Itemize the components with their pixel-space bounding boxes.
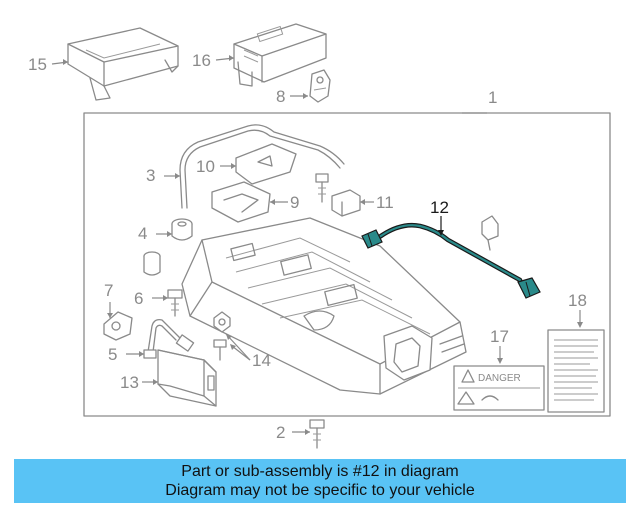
part-8-bracket[interactable] [309, 69, 331, 103]
part-3-hose[interactable] [178, 123, 346, 210]
callout-15: 15 [28, 55, 47, 74]
callout-16: 16 [192, 51, 211, 70]
callout-2: 2 [276, 423, 285, 442]
callout-18: 18 [568, 291, 587, 310]
callout-3: 3 [146, 166, 155, 185]
part-17-danger-label[interactable]: DANGER [453, 365, 545, 411]
caption-banner: Part or sub-assembly is #12 in diagram D… [14, 459, 626, 503]
callout-13: 13 [120, 373, 139, 392]
part-18-info-label[interactable] [547, 329, 605, 413]
part-9-bracket[interactable] [211, 181, 271, 223]
caption-line-2: Diagram may not be specific to your vehi… [165, 482, 475, 499]
callout-12: 12 [430, 198, 449, 217]
exploded-parts-diagram: DANGER 1 2 3 4 5 6 7 8 9 10 11 12 [28, 23, 611, 449]
part-5-sensor[interactable] [143, 318, 195, 359]
callout-4: 4 [138, 224, 147, 243]
callout-7: 7 [104, 281, 113, 300]
cylinder-component [143, 251, 161, 276]
callout-14: 14 [252, 351, 271, 370]
part-2-bolt[interactable] [309, 419, 325, 449]
callout-17: 17 [490, 327, 509, 346]
part-11-connector[interactable] [331, 189, 361, 217]
part-10-plate[interactable] [235, 143, 297, 185]
svg-text:DANGER: DANGER [478, 373, 521, 384]
callout-11: 11 [376, 193, 394, 212]
callout-1: 1 [488, 88, 497, 107]
callout-10: 10 [196, 157, 215, 176]
part-14-fasteners[interactable] [213, 311, 231, 361]
callout-5: 5 [108, 345, 117, 364]
main-module-assembly [181, 217, 467, 395]
callout-8: 8 [276, 87, 285, 106]
caption-line-1: Part or sub-assembly is #12 in diagram [181, 463, 459, 480]
callout-6: 6 [134, 289, 143, 308]
sensor-connector [481, 215, 499, 251]
assembly-frame [83, 112, 611, 417]
part-13-module[interactable] [157, 349, 217, 407]
part-7-bracket[interactable] [103, 311, 133, 341]
callout-9: 9 [290, 193, 299, 212]
part-6-bolt[interactable] [167, 289, 183, 317]
part-16-cover[interactable] [233, 23, 327, 87]
bolt-upper [315, 173, 329, 203]
part-15-cover[interactable] [67, 27, 179, 101]
part-4-grommet[interactable] [171, 218, 193, 241]
part-12-cable[interactable] [361, 222, 541, 299]
